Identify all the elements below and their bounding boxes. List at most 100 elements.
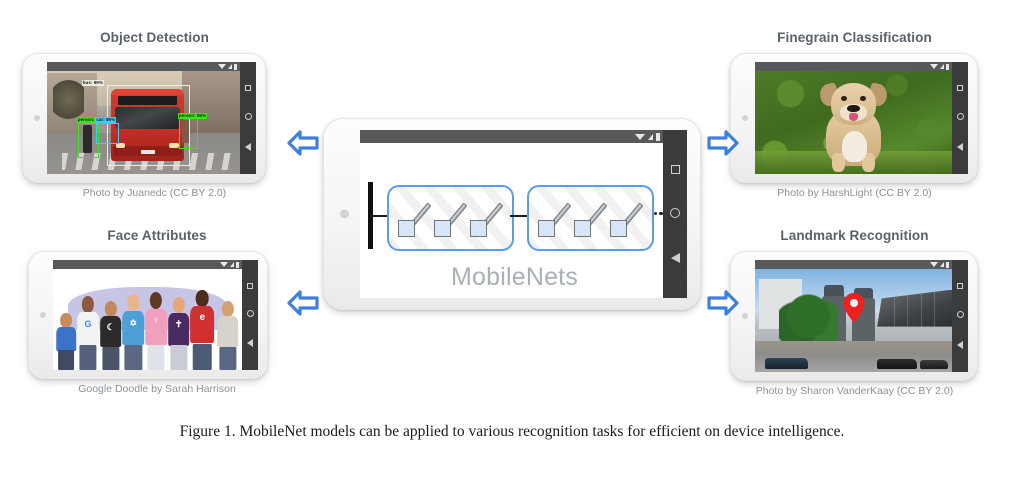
arrow-left-face-attributes	[286, 288, 320, 318]
nav-bar-finegrain-classification	[952, 62, 968, 174]
circle-home-icon[interactable]	[956, 113, 964, 121]
circle-home-icon[interactable]	[246, 310, 254, 318]
conv-unit	[574, 193, 614, 237]
dog-eye-right	[860, 95, 867, 102]
circle-home-icon[interactable]	[670, 208, 680, 219]
circle-home-icon[interactable]	[956, 311, 964, 319]
triangle-back-icon[interactable]	[670, 252, 680, 263]
wifi-icon	[217, 64, 226, 69]
square-recents-icon[interactable]	[245, 85, 251, 92]
triangle-back-icon[interactable]	[245, 142, 251, 151]
nav-bar-object-detection	[240, 62, 256, 174]
circle-home-icon[interactable]	[244, 113, 252, 121]
doodle-head	[60, 312, 73, 328]
doodle-torso	[145, 308, 167, 345]
dog-eye-left	[840, 95, 847, 102]
bus-destination-sign	[118, 95, 177, 106]
conv-unit	[398, 193, 438, 237]
doodle-person: ✝	[166, 295, 191, 370]
connector-line-input	[373, 215, 387, 217]
doodle-head	[172, 296, 185, 314]
dog-leg-left	[831, 153, 845, 172]
doodle-legs	[193, 344, 212, 370]
conv-feature-square	[434, 220, 451, 237]
panel-landmark-recognition: Landmark Recognition	[722, 228, 987, 397]
detection-label-person-right: person: 85%	[177, 113, 208, 120]
building-right	[182, 71, 240, 133]
car-right	[877, 358, 917, 369]
dog-photo	[755, 71, 952, 174]
square-recents-icon[interactable]	[670, 165, 680, 175]
doodle-person	[216, 299, 241, 370]
square-recents-icon[interactable]	[957, 85, 963, 92]
dog-chest	[841, 130, 868, 162]
phone-object-detection: bus: 99% person: 88% car: 86% person: 85…	[22, 53, 266, 183]
panel-caption-finegrain-classification: Photo by HarshLight (CC BY 2.0)	[777, 187, 932, 199]
roof-rib	[934, 289, 936, 327]
wifi-icon	[929, 64, 938, 69]
doodle-symbol-venus: ♀	[152, 315, 160, 326]
panel-title-object-detection: Object Detection	[100, 30, 209, 45]
arrow-left-object-detection	[286, 128, 320, 158]
detection-label-car: car: 86%	[95, 117, 117, 124]
connector-line-between-groups	[510, 215, 527, 217]
doodle-legs	[58, 350, 75, 370]
doodle-symbol-e: e	[199, 312, 206, 324]
doodle-legs	[147, 344, 165, 370]
detection-label-bus: bus: 99%	[81, 80, 104, 87]
panel-mobilenets: MobileNets 10:50	[323, 118, 701, 310]
street-scene: bus: 99% person: 88% car: 86% person: 85…	[47, 71, 240, 174]
bus-license-plate	[141, 149, 155, 155]
triangle-back-icon[interactable]	[247, 339, 253, 348]
ellipsis-dot	[659, 212, 663, 216]
square-recents-icon[interactable]	[247, 282, 253, 289]
doodle-symbol-google: G	[84, 318, 92, 329]
bus-windshield	[115, 107, 180, 129]
front-camera-icon	[40, 312, 46, 318]
triangle-back-icon[interactable]	[957, 142, 963, 151]
doodle-torso	[56, 326, 76, 352]
front-camera-icon	[742, 115, 748, 121]
doodle-person: ✡	[121, 293, 146, 370]
phone-screen-face-attributes: G ☾ ✡	[53, 260, 258, 370]
panel-face-attributes: Face Attributes G	[28, 228, 286, 395]
phone-screen-object-detection: bus: 99% person: 88% car: 86% person: 85…	[47, 62, 256, 174]
nav-bar-face-attributes	[242, 260, 258, 370]
figure-caption: Figure 1. MobileNet models can be applie…	[179, 423, 845, 440]
triangle-back-icon[interactable]	[957, 340, 963, 349]
signal-icon	[939, 262, 944, 267]
panel-title-face-attributes: Face Attributes	[107, 228, 207, 243]
battery-icon	[945, 261, 950, 268]
battery-icon	[655, 132, 661, 141]
doodle-torso	[190, 306, 215, 344]
signal-icon	[939, 64, 944, 69]
phone-face-attributes: G ☾ ✡	[28, 251, 268, 379]
doodle-torso	[77, 312, 99, 346]
doodle-legs	[219, 346, 237, 370]
tree	[778, 293, 838, 344]
conv-unit	[538, 193, 578, 237]
nav-bar-mobilenets	[663, 130, 687, 298]
conv-feature-square	[574, 220, 591, 237]
panel-caption-object-detection: Photo by Juanedc (CC BY 2.0)	[82, 187, 227, 199]
doodle-symbol-cross: ✝	[174, 318, 183, 329]
signal-icon	[227, 64, 232, 69]
phone-screen-mobilenets: MobileNets 10:50	[360, 130, 687, 298]
doodle-torso	[167, 313, 190, 347]
arrow-right-landmark-recognition	[706, 288, 740, 318]
layer-group-1	[387, 185, 514, 251]
status-bar-finegrain-classification: 10:50	[755, 62, 968, 71]
arrow-right-finegrain-classification	[706, 128, 740, 158]
conv-feature-square	[538, 220, 555, 237]
status-bar-object-detection: 10:50	[47, 62, 256, 71]
square-recents-icon[interactable]	[957, 283, 963, 290]
signal-icon	[229, 262, 234, 267]
conv-feature-square	[610, 220, 627, 237]
panel-caption-face-attributes: Google Doodle by Sarah Harrison	[78, 383, 236, 395]
status-bar-face-attributes: 10:50	[53, 260, 258, 269]
status-bar-mobilenets: 10:50	[360, 130, 687, 143]
doodle-legs	[79, 344, 97, 370]
car-left	[764, 357, 809, 369]
layer-group-2	[527, 185, 654, 251]
roof-rib	[893, 289, 895, 327]
